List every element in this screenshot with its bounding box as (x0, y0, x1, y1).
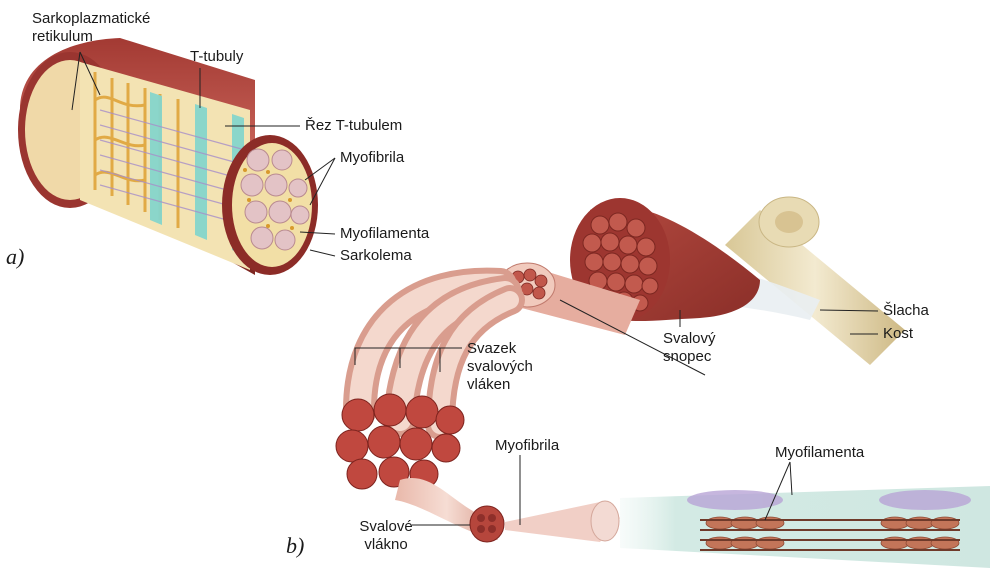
label-sr-text: Sarkoplazmatické retikulum (32, 10, 150, 45)
label-muscle-fiber: Svalové vlákno (346, 518, 426, 554)
part-b-label: b) (286, 533, 304, 559)
label-fiber-bundle-text: Svazek svalových vláken (467, 340, 533, 393)
label-t-tubules: T-tubuly (190, 48, 243, 66)
label-myofilaments-b: Myofilamenta (775, 444, 864, 462)
label-fiber-bundle: Svazek svalových vláken (467, 340, 577, 394)
label-sarcolemma: Sarkolema (340, 247, 412, 265)
label-myofibril-a: Myofibrila (340, 149, 404, 167)
label-sarcoplasmic-reticulum: Sarkoplazmatické retikulum (32, 10, 182, 46)
label-fascicle: Svalový snopec (663, 330, 753, 366)
muscle-fiber-cylinder (18, 38, 318, 275)
label-t-tubule-section: Řez T-tubulem (305, 117, 402, 135)
myofibril-cone (505, 501, 620, 542)
fiber-bundle-section (336, 394, 464, 489)
label-tendon: Šlacha (883, 302, 929, 320)
myofilament-panel (620, 486, 990, 568)
part-a-label: a) (6, 244, 24, 270)
label-bone: Kost (883, 325, 913, 343)
label-muscle-fiber-text: Svalové vlákno (359, 518, 412, 553)
label-fascicle-text: Svalový snopec (663, 330, 716, 365)
label-myofilaments-a: Myofilamenta (340, 225, 429, 243)
label-myofibril-b: Myofibrila (495, 437, 559, 455)
